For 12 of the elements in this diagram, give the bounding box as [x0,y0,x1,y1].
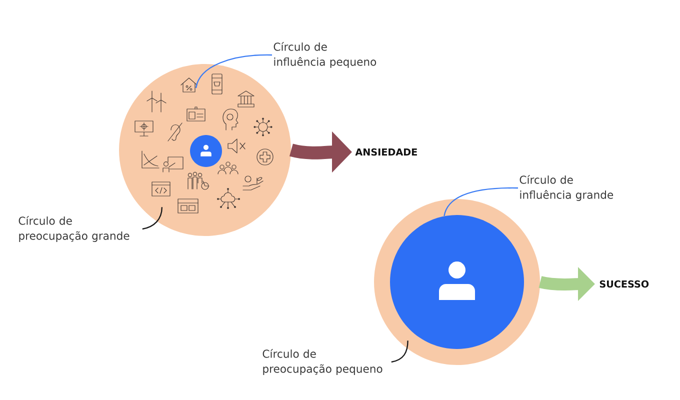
leader-line [391,340,408,363]
leader-line [444,187,518,216]
result-label: ANSIEDADE [355,148,417,156]
callout-label: Círculo de preocupação grande [18,216,130,242]
inner-circle [190,135,222,167]
inner-circle [390,215,524,349]
leader-line [142,207,163,230]
leader-line [195,54,272,88]
result-label: SUCESSO [600,280,649,288]
callout-label: Círculo de influência pequeno [274,42,376,68]
callout-label: Círculo de preocupação pequeno [262,349,382,375]
callout-label: Círculo de influência grande [520,175,614,201]
